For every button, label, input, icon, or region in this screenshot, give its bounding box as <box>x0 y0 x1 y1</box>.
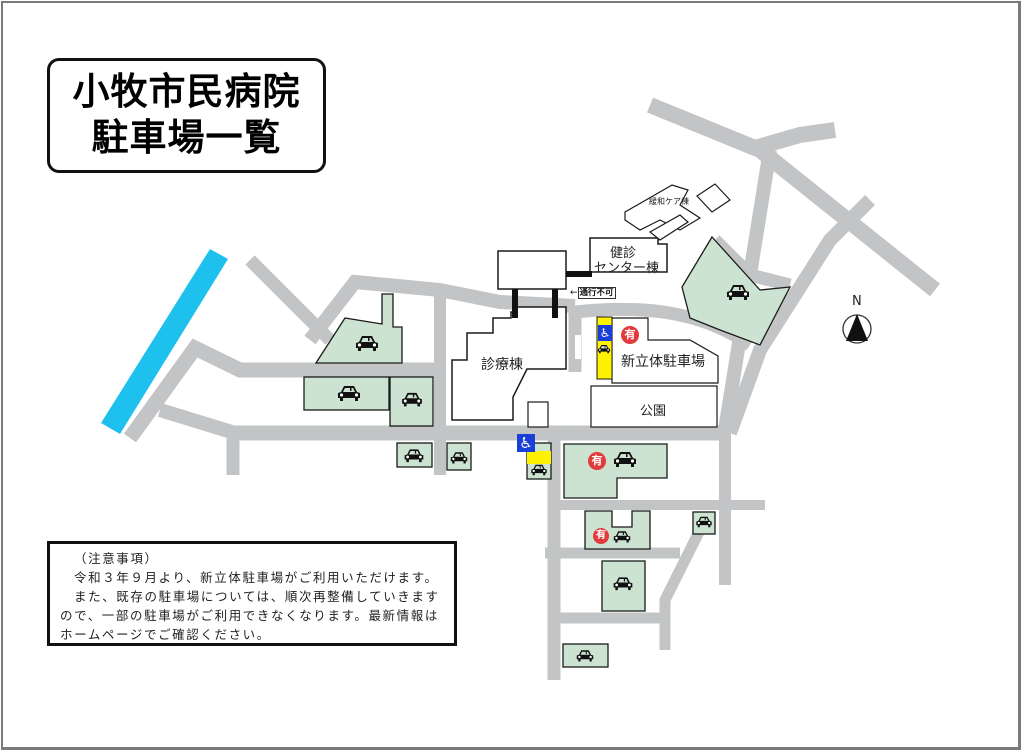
accessible-stall-south <box>527 451 551 464</box>
label-health-center-1: 健診 <box>610 246 637 261</box>
parking-lot-south-large <box>563 443 668 499</box>
label-new-parking-structure: 新立体駐車場 <box>621 354 705 370</box>
label-main-building: 診療棟 <box>481 357 523 373</box>
label-park: 公園 <box>640 404 667 419</box>
paid-badge: 有 <box>621 326 639 344</box>
north-arrow-icon <box>842 314 872 344</box>
label-health-center-2: センター棟 <box>594 261 660 276</box>
building-palliative <box>624 184 702 231</box>
paid-badge: 有 <box>588 452 606 470</box>
no-entry-annotation: ←通行不可 <box>570 286 616 299</box>
wheelchair-icon: ♿ <box>598 325 612 341</box>
title-line-1: 小牧市民病院 <box>72 70 301 113</box>
map-title-box: 小牧市民病院 駐車場一覧 <box>47 58 326 173</box>
notice-box: （注意事項） 令和３年９月より、新立体駐車場がご利用いただけます。 また、既存の… <box>47 541 457 646</box>
no-entry-label: 通行不可 <box>577 287 616 299</box>
building-annex <box>497 250 567 290</box>
label-palliative-care: 緩和ケア棟 <box>649 197 689 206</box>
notice-paragraph-1: 令和３年９月より、新立体駐車場がご利用いただけます。 <box>74 570 439 585</box>
wheelchair-icon: ♿ <box>517 434 535 452</box>
compass-north-label: N <box>852 294 862 309</box>
arrow-left-icon: ← <box>570 288 578 298</box>
notice-paragraph-2: また、既存の駐車場については、順次再整備していきますので、一部の駐車場がご利用で… <box>60 589 440 642</box>
river <box>101 249 228 434</box>
title-line-2: 駐車場一覧 <box>91 116 282 159</box>
parking-lot-west-upper <box>314 293 403 364</box>
notice-heading: （注意事項） <box>74 551 159 566</box>
paid-badge: 有 <box>593 528 609 544</box>
park <box>590 385 718 428</box>
